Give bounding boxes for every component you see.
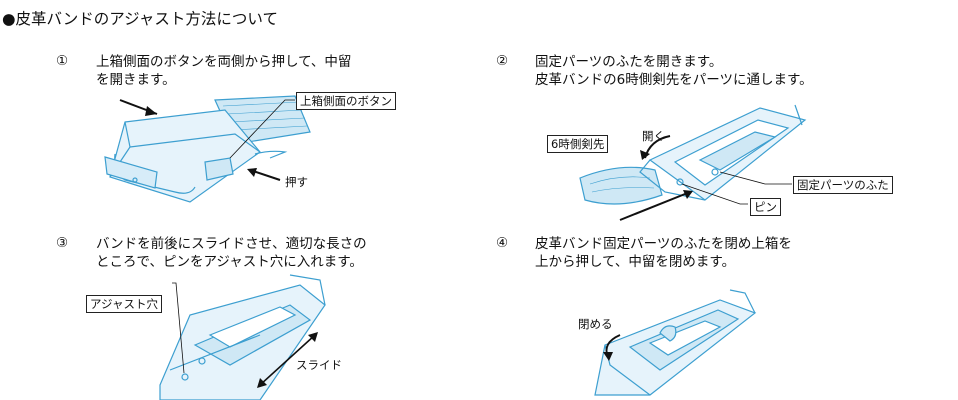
clasp-open-button-illustration bbox=[104, 95, 311, 203]
step-2-line-1: 固定パーツのふたを開きます。 bbox=[535, 54, 723, 70]
page-title: ●皮革バンドのアジャスト方法について bbox=[2, 10, 278, 28]
callout-pin: ピン bbox=[750, 198, 781, 216]
step-4-line-2: 上から押して、中留を閉めます。 bbox=[535, 254, 736, 270]
step-4-number: ④ bbox=[496, 235, 509, 251]
step-2-number: ② bbox=[496, 53, 509, 69]
step-3-line-1: バンドを前後にスライドさせ、適切な長さの bbox=[96, 236, 367, 252]
step-2-line-2: 皮革バンドの6時側剣先をパーツに通します。 bbox=[535, 72, 813, 88]
push-label: 押す bbox=[285, 175, 308, 189]
callout-adjust-hole: アジャスト穴 bbox=[86, 295, 162, 313]
step-1-number: ① bbox=[56, 53, 69, 69]
close-label: 閉める bbox=[578, 317, 613, 331]
callout-six-oclock-tip: 6時側剣先 bbox=[547, 135, 609, 153]
step-3-number: ③ bbox=[56, 235, 69, 251]
step-1-line-2: を開きます。 bbox=[96, 72, 176, 88]
step-3-line-2: ところで、ピンをアジャスト穴に入れます。 bbox=[96, 254, 363, 270]
callout-lid: 固定パーツのふた bbox=[793, 176, 893, 194]
fixing-part-illustration bbox=[579, 104, 807, 221]
open-label: 開く bbox=[642, 129, 665, 143]
slide-adjust-illustration bbox=[159, 274, 326, 400]
slide-label: スライド bbox=[296, 358, 342, 372]
close-clasp-illustration bbox=[594, 289, 757, 396]
callout-button: 上箱側面のボタン bbox=[296, 92, 396, 110]
step-1-line-1: 上箱側面のボタンを両側から押して、中留 bbox=[96, 54, 352, 70]
step-4-line-1: 皮革バンド固定パーツのふたを閉め上箱を bbox=[535, 236, 792, 252]
